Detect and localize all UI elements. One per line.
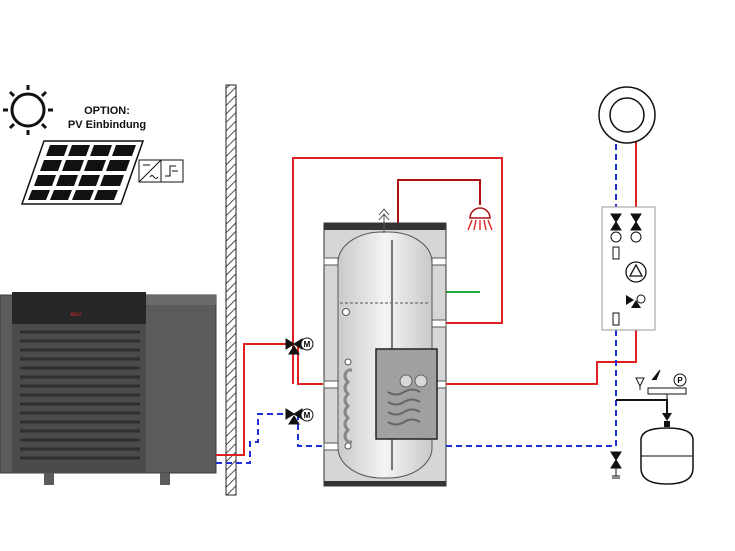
pump-group	[601, 206, 656, 331]
heat-exchanger-module	[375, 348, 438, 440]
pump-icon	[625, 261, 647, 283]
pressure-gauge-icon	[673, 373, 687, 387]
sun-icon	[3, 85, 53, 135]
pressure-gauge-label: P	[677, 376, 683, 385]
inverter-icon	[138, 159, 184, 183]
safety-group	[635, 369, 687, 400]
storage-tank	[323, 208, 447, 487]
pv-integration-label: PV Einbindung	[68, 119, 146, 131]
radiator-icon	[598, 86, 656, 144]
shower-icon	[467, 207, 493, 231]
drain-valve-icon	[610, 451, 622, 479]
heat-pump-brand-logo: elco	[70, 312, 82, 318]
motor-valve-label: M	[304, 411, 311, 420]
motor-valve-icon	[285, 408, 314, 425]
solar-panel-icon	[20, 140, 145, 205]
heat-pump-outdoor-unit	[0, 292, 217, 485]
building-wall	[225, 84, 237, 496]
option-label: OPTION:	[84, 105, 130, 117]
motor-valve-icon	[285, 337, 314, 355]
motor-valve-label: M	[304, 340, 311, 349]
expansion-vessel-icon	[640, 413, 694, 485]
